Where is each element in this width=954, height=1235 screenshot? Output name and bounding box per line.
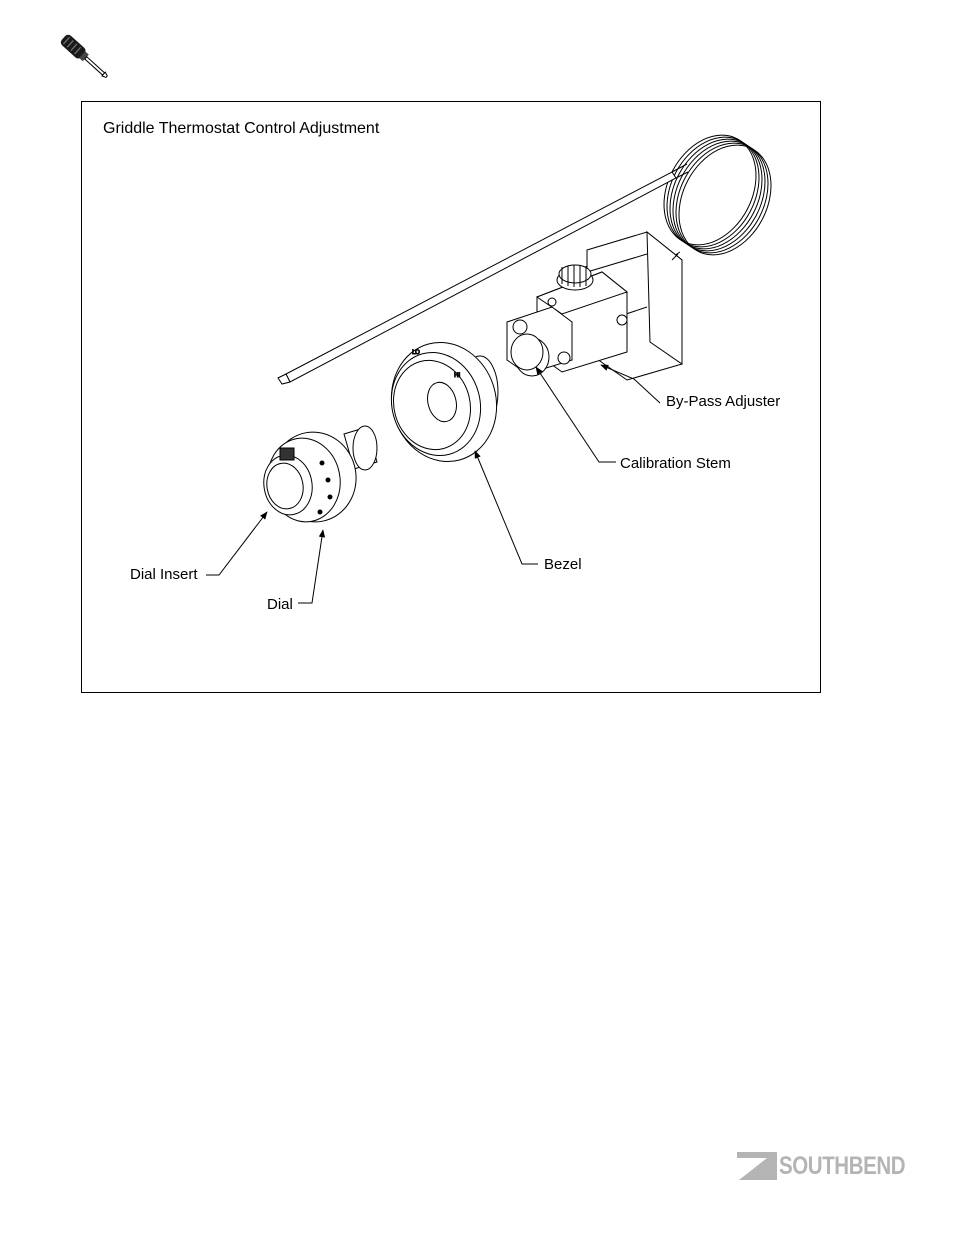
label-bezel: Bezel [544,556,582,573]
figure-frame: LO HI Griddle Thermostat Control Adjust [81,101,821,693]
label-calibration-stem: Calibration Stem [620,455,731,472]
svg-text:HI: HI [454,372,461,379]
label-bypass-adjuster: By-Pass Adjuster [666,393,780,410]
dial-part [259,425,377,528]
figure-title: Griddle Thermostat Control Adjustment [103,120,379,138]
screwdriver-icon [52,28,116,86]
southbend-logo: SOUTHBEND [737,1152,907,1182]
label-dial-insert: Dial Insert [130,566,198,583]
svg-text:LO: LO [412,349,420,356]
southbend-logo-text: SOUTHBEND [779,1152,905,1181]
southbend-logo-icon [737,1152,777,1180]
label-dial: Dial [267,596,293,613]
bezel-part: LO HI [378,331,510,474]
